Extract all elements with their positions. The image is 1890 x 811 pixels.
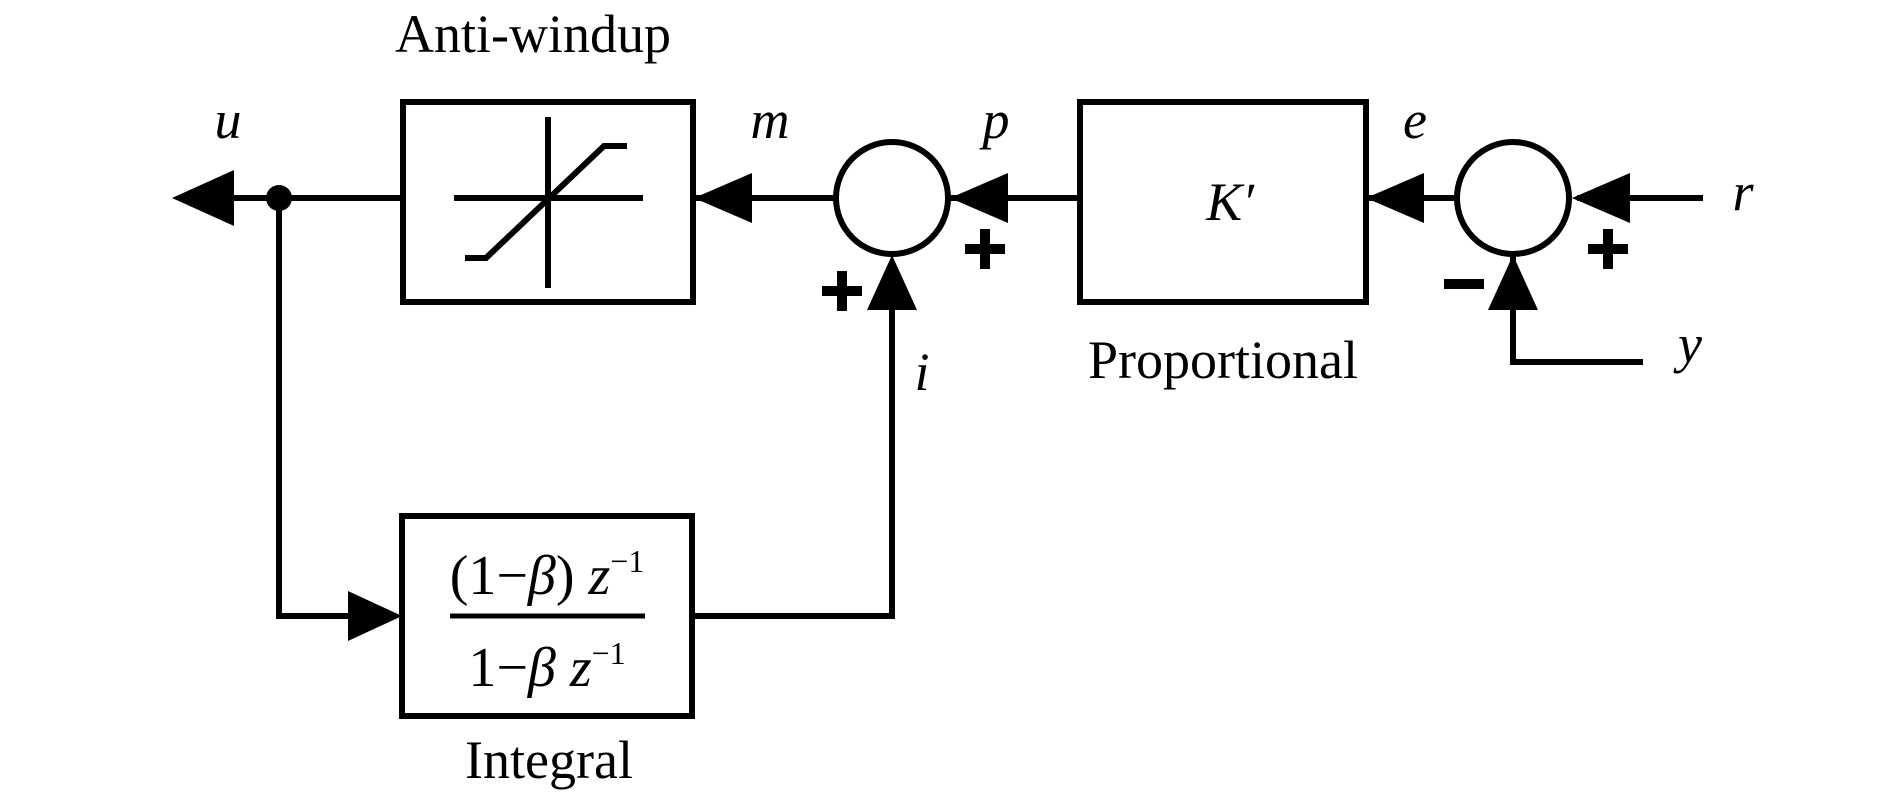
proportional-gain: K′: [1205, 172, 1255, 232]
arrowhead-integral-input: [348, 591, 402, 641]
arrowhead-e: [1366, 173, 1424, 223]
arrowhead-p: [950, 173, 1008, 223]
wire-i: [690, 307, 895, 619]
integral-denominator: 1−β z−1: [468, 635, 625, 699]
sign-plus-r: [1588, 229, 1628, 269]
saturation-icon: [454, 117, 643, 288]
wire-feedback: [276, 195, 353, 619]
signal-e-label: e: [1403, 90, 1427, 150]
anti-windup-label: Anti-windup: [395, 4, 671, 64]
signal-p-label: p: [979, 90, 1010, 150]
arrowhead-i: [867, 255, 917, 310]
signal-m-label: m: [751, 90, 790, 150]
arrowhead-u: [172, 170, 234, 226]
proportional-label: Proportional: [1088, 330, 1358, 390]
sign-plus-p: [965, 229, 1005, 269]
signal-y-label: y: [1673, 314, 1702, 374]
wires: [209, 195, 1703, 619]
integral-numerator: (1−β) z−1: [450, 543, 645, 607]
sign-minus-y: [1444, 279, 1484, 289]
arrowhead-y: [1488, 255, 1538, 310]
proportional-block: [1077, 99, 1369, 305]
integral-label: Integral: [465, 730, 633, 790]
signal-u-label: u: [215, 90, 242, 150]
branch-point: [266, 185, 292, 211]
sign-plus-i: [822, 271, 862, 311]
signal-i-label: i: [914, 342, 929, 402]
arrowheads: [172, 170, 1630, 641]
signal-r-label: r: [1732, 162, 1754, 222]
arrowhead-r: [1572, 173, 1630, 223]
summing-junction-1: [833, 139, 951, 257]
summing-junction-2: [1454, 139, 1572, 257]
arrowhead-m: [694, 173, 752, 223]
